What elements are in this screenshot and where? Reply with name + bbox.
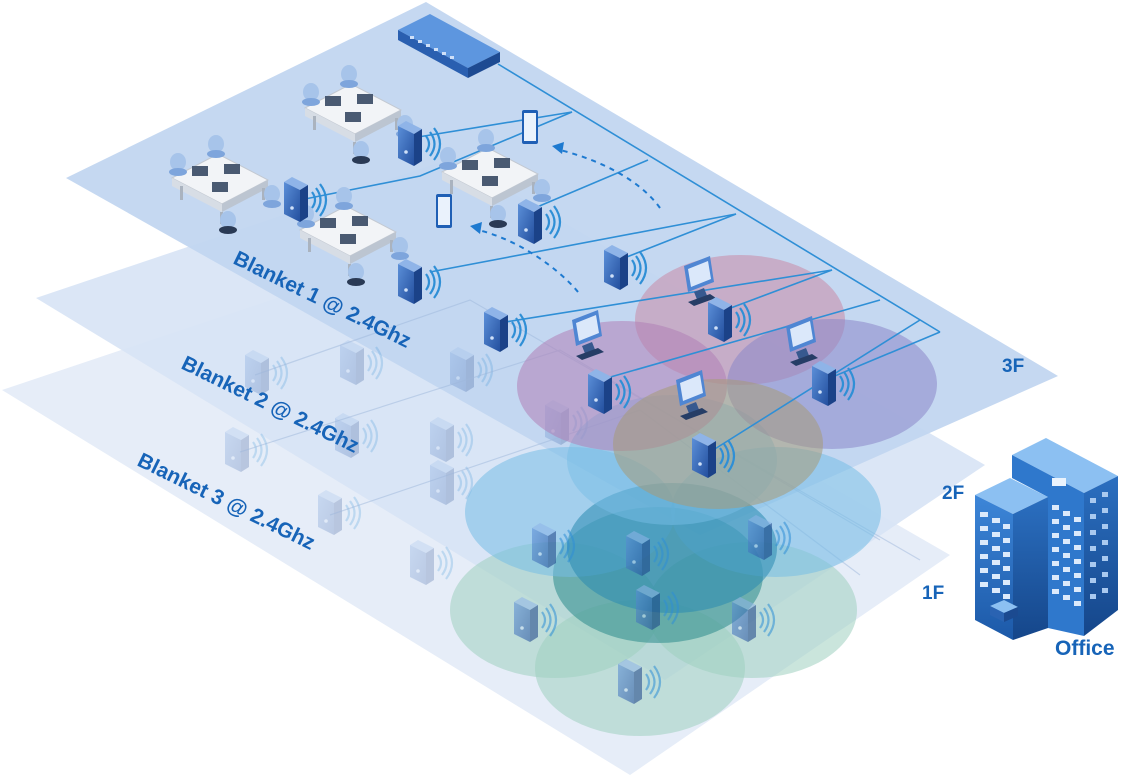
roaming-arrowhead-2 (470, 222, 482, 234)
floor-label-2f: 2F (942, 483, 964, 504)
roaming-arrowhead-1 (552, 142, 564, 154)
tablet-device (522, 110, 538, 144)
building-label: Office (1055, 637, 1115, 660)
roaming-paths (477, 149, 661, 293)
network-switch (398, 14, 500, 78)
floor-label-3f: 3F (1002, 356, 1024, 377)
floor-label-1f: 1F (922, 583, 944, 604)
office-building-icon (975, 438, 1118, 640)
tablet-device (436, 194, 452, 228)
